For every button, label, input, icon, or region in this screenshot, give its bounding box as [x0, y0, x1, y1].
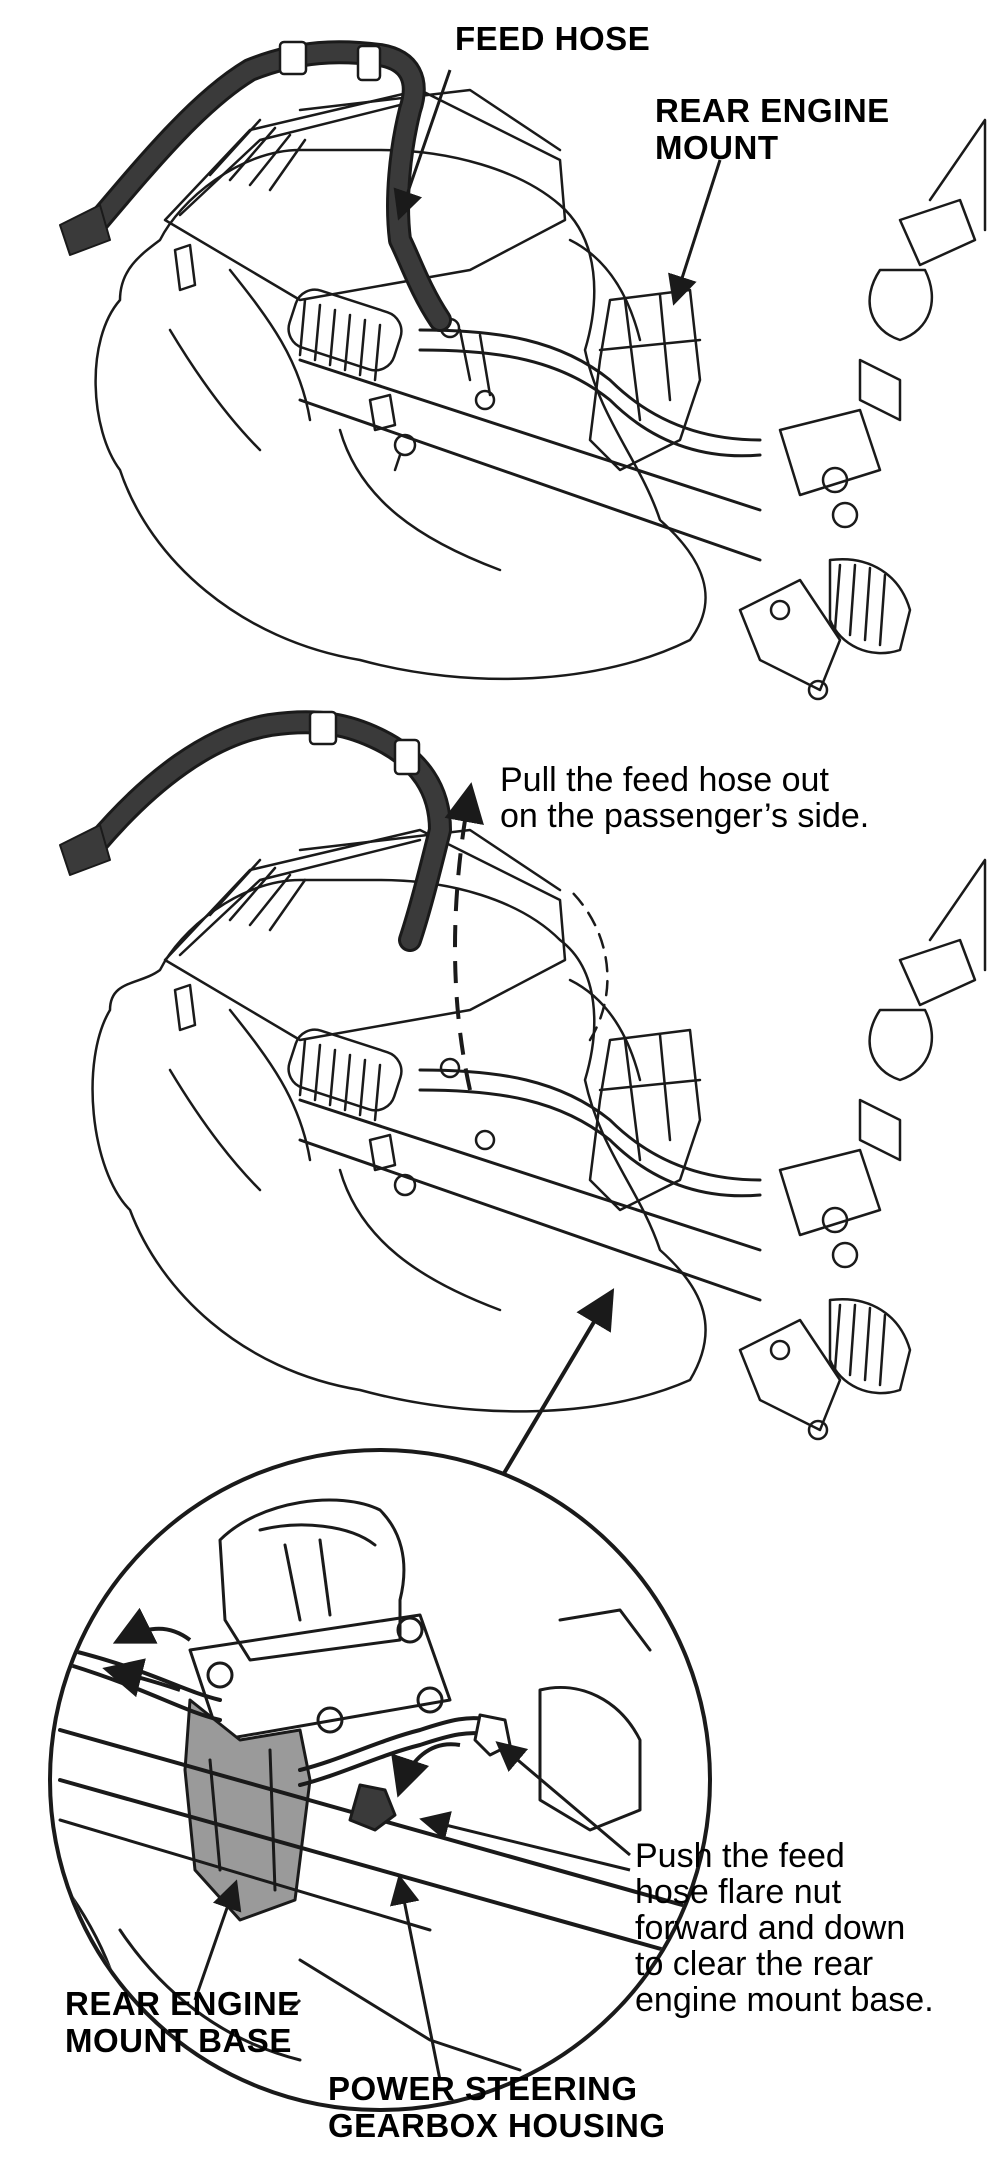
push-instruction-line1: Push the feed: [635, 1837, 845, 1875]
mount-base-label-line1: REAR ENGINE: [65, 1985, 300, 2022]
push-instruction: Push the feed hose flare nut forward and…: [635, 1838, 934, 2018]
steering-column: [898, 198, 977, 267]
valve-cover: [163, 88, 567, 302]
rear-engine-mount-label: REAR ENGINE MOUNT: [655, 92, 890, 166]
pull-instruction-line1: Pull the feed hose out: [500, 761, 829, 799]
rack-boot-left-2: [287, 1028, 403, 1122]
steering-rack: [298, 358, 762, 512]
rear-engine-mount: [588, 288, 702, 472]
rack-boot-right: [828, 557, 912, 655]
rear-engine-mount-2: [588, 1028, 702, 1212]
push-instruction-line2: hose flare nut: [635, 1873, 842, 1911]
feed-hose-top: [59, 40, 452, 332]
engine-block-outline: [94, 148, 707, 681]
detail-leaders: [193, 1741, 631, 2081]
gearbox-housing-label-line2: GEARBOX HOUSING: [328, 2107, 666, 2144]
rack-boot-right-2: [828, 1297, 912, 1395]
push-instruction-line5: engine mount base.: [635, 1981, 934, 2019]
mount-base-label-line2: MOUNT BASE: [65, 2022, 292, 2059]
detail-callout-arrow: [498, 1288, 615, 1482]
rear-engine-mount-label-line2: MOUNT: [655, 129, 779, 166]
mount-base-label: REAR ENGINE MOUNT BASE: [65, 1985, 300, 2059]
gearbox-housing-label: POWER STEERING GEARBOX HOUSING: [328, 2070, 666, 2144]
top-engine-view: [94, 88, 987, 701]
push-instruction-line3: forward and down: [635, 1909, 906, 1947]
feed-hose-label: FEED HOSE: [455, 20, 651, 57]
rack-boot-left: [287, 288, 403, 382]
valve-cover-2: [163, 828, 567, 1042]
pull-instruction-line2: on the passenger’s side.: [500, 797, 870, 835]
feed-hose-middle: [59, 710, 452, 952]
steering-rack-2: [298, 1098, 762, 1252]
detail-motion-arrows: [102, 1607, 461, 1798]
rear-engine-mount-label-line1: REAR ENGINE: [655, 92, 890, 129]
steering-column-2: [898, 938, 977, 1007]
flare-nut: [348, 1783, 397, 1832]
pull-direction-arrow: [444, 782, 484, 1091]
valve-body-2: [778, 1148, 882, 1237]
top-leaders: [393, 69, 722, 306]
push-instruction-line4: to clear the rear: [635, 1945, 874, 1983]
valve-body: [778, 408, 882, 497]
middle-engine-view: [91, 828, 987, 1441]
gearbox-housing-label-line1: POWER STEERING: [328, 2070, 638, 2107]
engine-block-outline-2: [91, 878, 707, 1413]
pull-instruction: Pull the feed hose out on the passenger’…: [500, 762, 869, 834]
